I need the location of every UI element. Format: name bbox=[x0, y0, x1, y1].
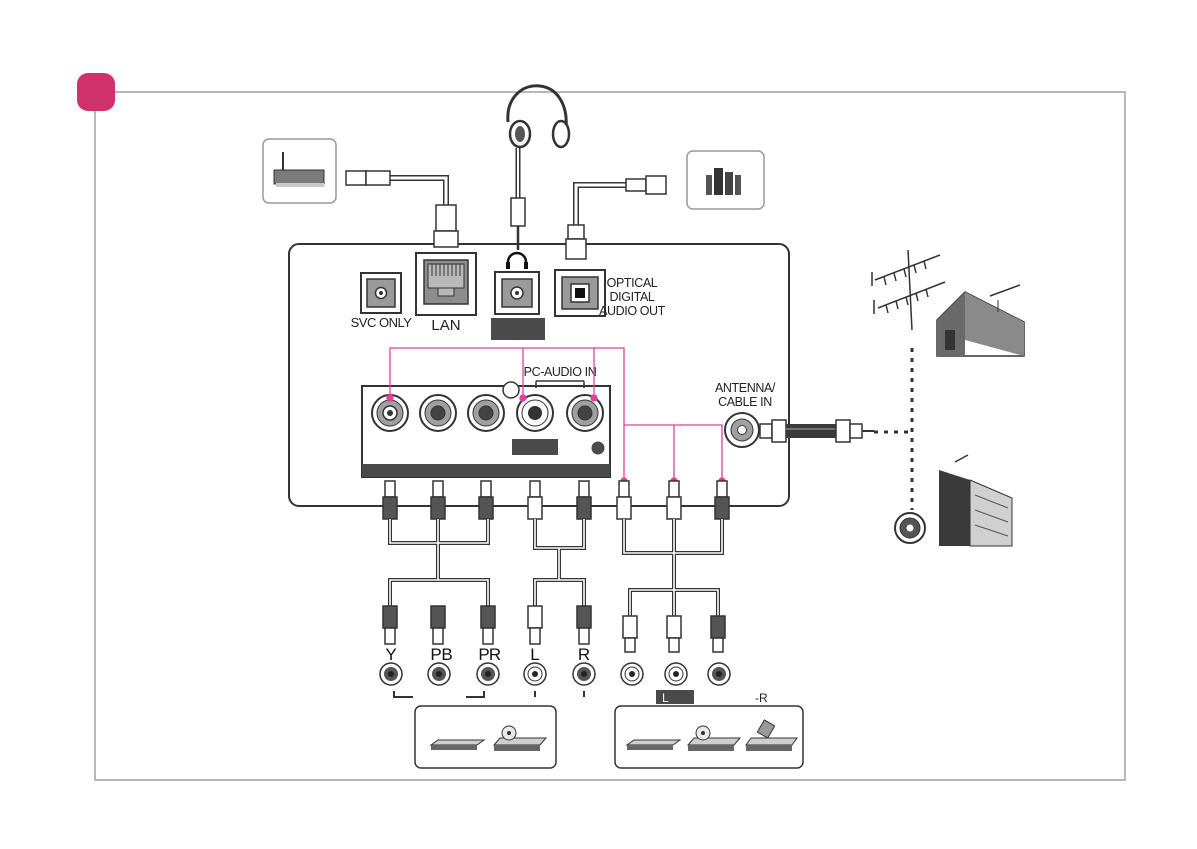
antenna-label-line1: ANTENNA/ bbox=[715, 381, 776, 395]
rca-jack-5 bbox=[567, 395, 603, 431]
composite-devices-box bbox=[615, 706, 803, 768]
speaker-system-icon bbox=[687, 151, 764, 209]
lan-port bbox=[416, 253, 476, 315]
router-icon bbox=[263, 139, 336, 203]
label-r: R bbox=[578, 645, 590, 664]
headphone-label-box bbox=[491, 318, 545, 340]
antenna-icon bbox=[872, 250, 945, 330]
cable-outlet-icon bbox=[895, 513, 925, 543]
optical-label-line1: OPTICAL bbox=[607, 276, 658, 290]
dvd-player-icon bbox=[431, 740, 484, 750]
device-jacks bbox=[380, 663, 730, 685]
label-pb-sub: B bbox=[441, 645, 452, 664]
rca-jack-3 bbox=[468, 395, 504, 431]
antenna-label-line2: CABLE IN bbox=[718, 395, 772, 409]
label-l: L bbox=[530, 645, 539, 664]
lan-cable bbox=[346, 171, 458, 247]
rca-jack-2 bbox=[420, 395, 456, 431]
group-brackets bbox=[394, 691, 584, 697]
indicator-circle-dark bbox=[592, 442, 605, 455]
component-devices-box bbox=[415, 706, 556, 768]
rca-block-label-box bbox=[512, 439, 558, 455]
optical-label-line2: DIGITAL bbox=[610, 290, 655, 304]
label-pb: P bbox=[430, 645, 441, 664]
label-y: Y bbox=[385, 645, 396, 664]
headphone-cable bbox=[511, 148, 525, 250]
svc-only-port bbox=[361, 273, 401, 313]
headphones-icon bbox=[508, 86, 569, 147]
pc-audio-in-label: PC-AUDIO IN bbox=[524, 365, 597, 379]
svc-only-label: SVC ONLY bbox=[351, 315, 413, 330]
bottom-r-label: -R bbox=[755, 691, 768, 705]
optical-label-line3: AUDIO OUT bbox=[599, 304, 666, 318]
building-icon bbox=[939, 455, 1012, 546]
bottom-l-label: L bbox=[662, 691, 669, 705]
label-pr-sub: R bbox=[489, 645, 501, 664]
lan-label: LAN bbox=[431, 317, 460, 334]
rca-cable-wires bbox=[390, 519, 722, 616]
house-icon bbox=[937, 285, 1024, 356]
coax-cable bbox=[760, 420, 874, 442]
antenna-port bbox=[725, 413, 759, 447]
dvd-player-icon bbox=[627, 740, 680, 750]
section-badge bbox=[77, 73, 115, 111]
optical-port bbox=[555, 270, 605, 316]
indicator-circle-top bbox=[503, 382, 519, 398]
headphone-port bbox=[495, 272, 539, 314]
